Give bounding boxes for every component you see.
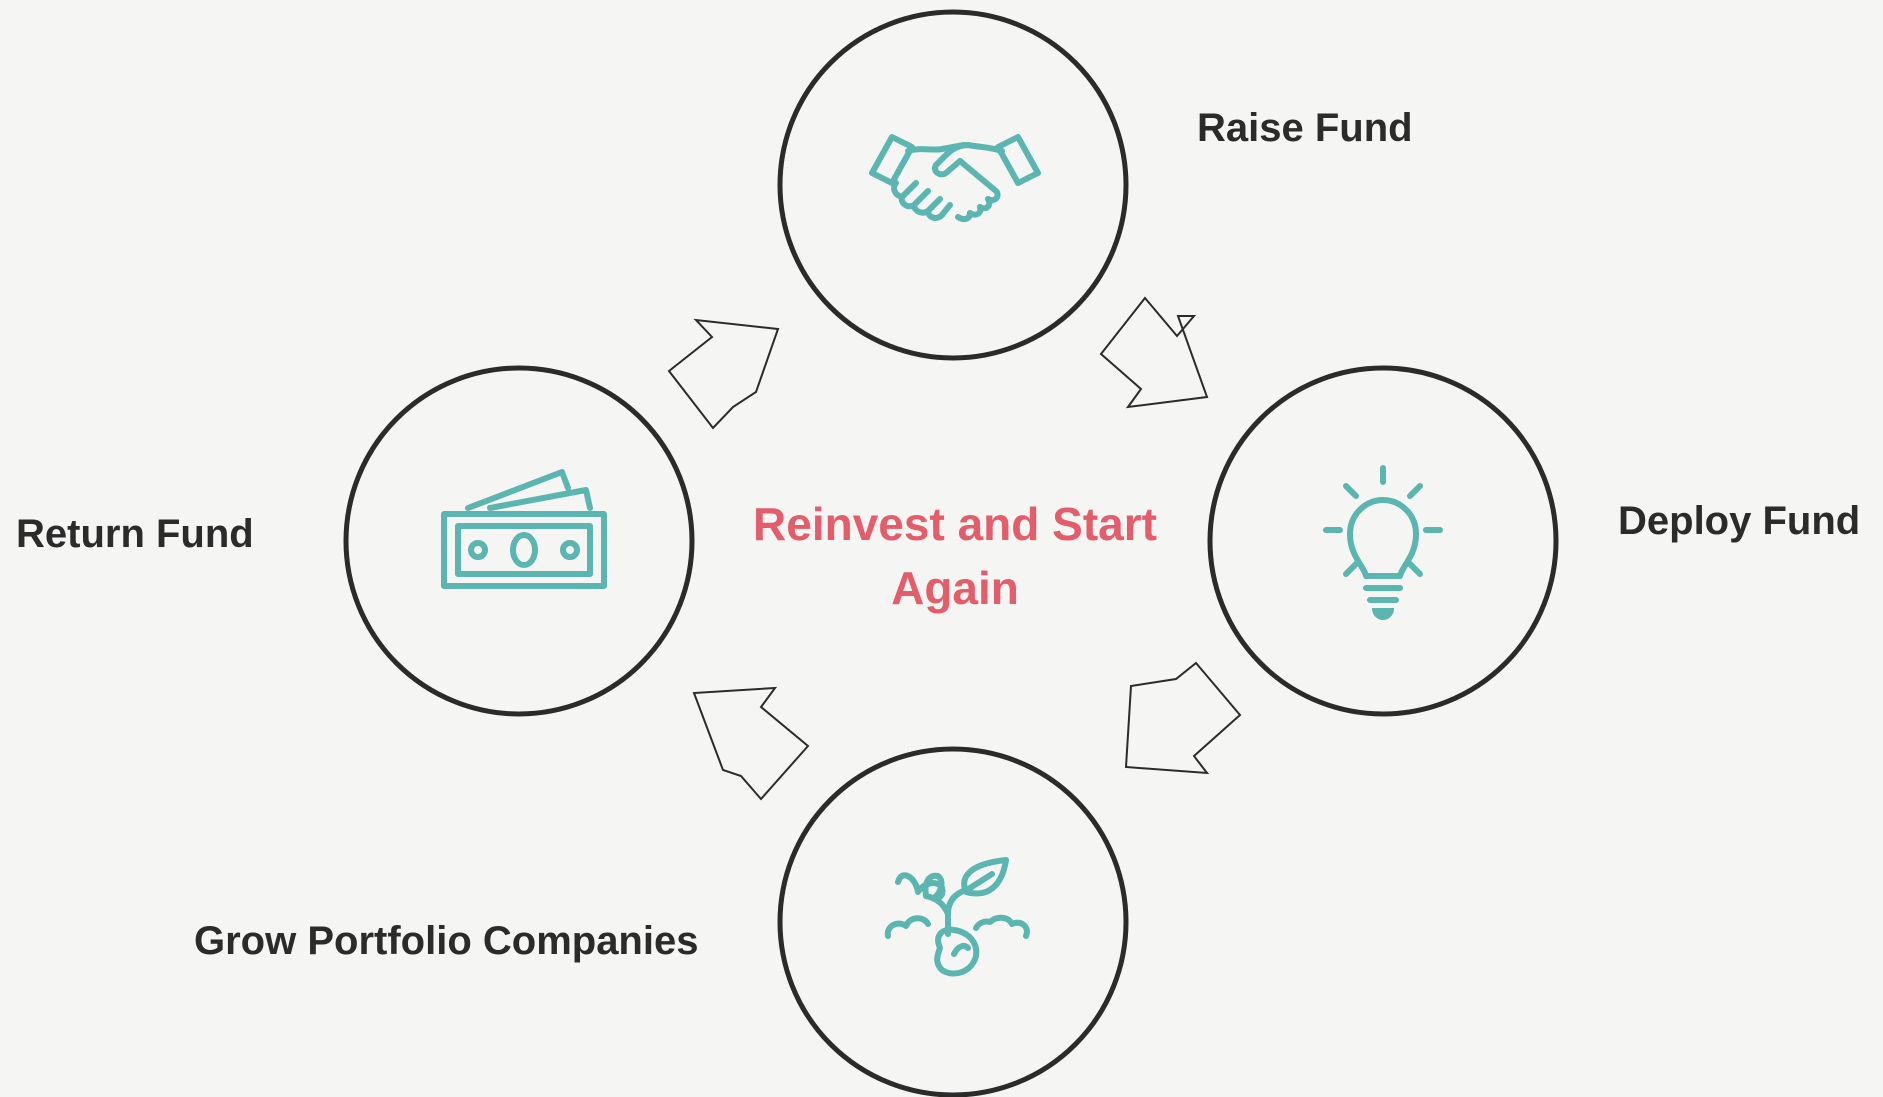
arrow-raise-to-deploy — [1099, 296, 1209, 409]
raise-fund-circle — [777, 9, 1129, 361]
return-fund-circle — [343, 365, 695, 717]
arrow-return-to-raise — [667, 318, 780, 430]
arrow-grow-to-return — [692, 686, 810, 801]
deploy-fund-label: Deploy Fund — [1618, 499, 1861, 543]
grow-portfolio-circle — [777, 746, 1129, 1097]
deploy-fund-circle — [1207, 365, 1559, 717]
lightbulb-icon — [1323, 465, 1443, 620]
sprout-icon — [884, 857, 1030, 977]
arrow-deploy-to-grow — [1124, 661, 1242, 775]
grow-portfolio-label: Grow Portfolio Companies — [194, 919, 699, 963]
money-icon — [441, 469, 607, 589]
return-fund-label: Return Fund — [16, 512, 254, 556]
handshake-icon — [869, 134, 1041, 223]
center-title: Reinvest and Start Again — [753, 498, 1157, 614]
raise-fund-label: Raise Fund — [1197, 106, 1413, 150]
